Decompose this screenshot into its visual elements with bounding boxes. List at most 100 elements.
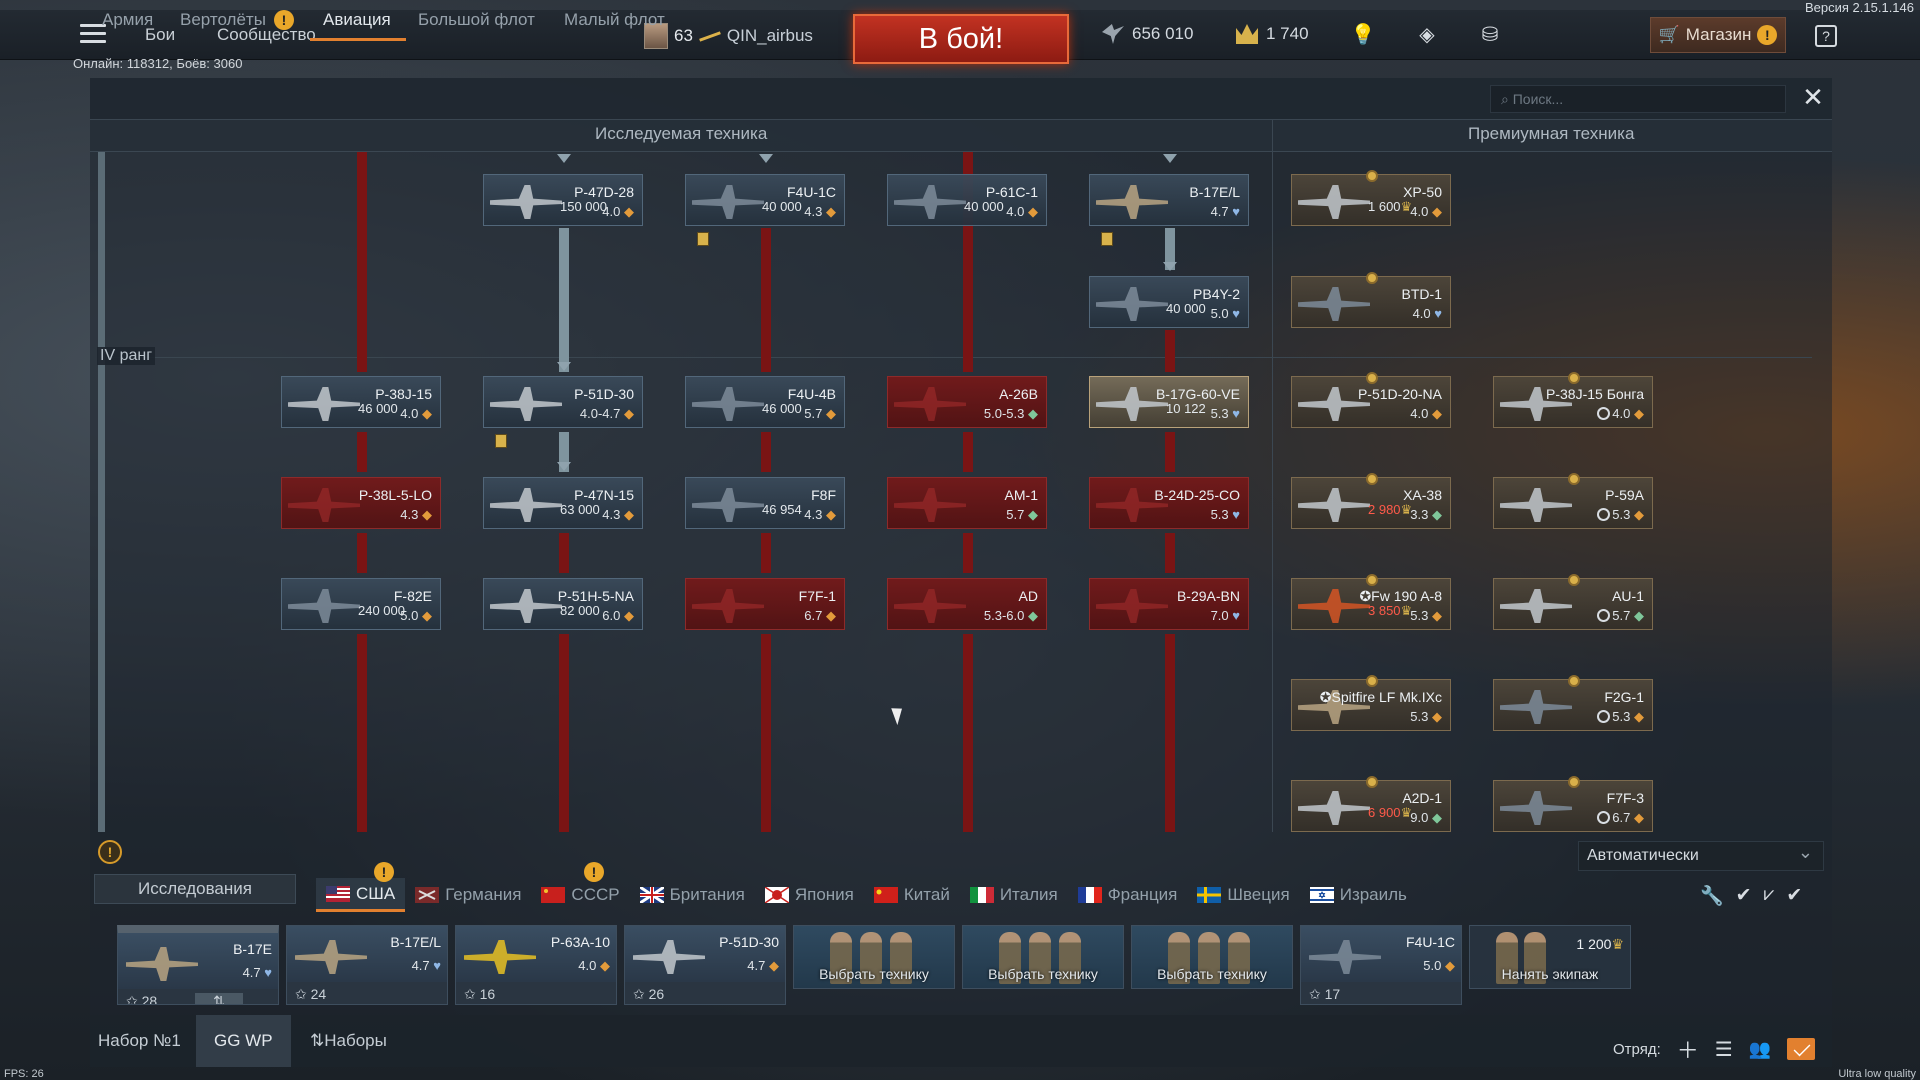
plane-icon <box>1096 287 1168 321</box>
close-icon[interactable]: ✕ <box>1802 82 1824 112</box>
premium-vehicle-card[interactable]: AU-1 5.7 ◆ <box>1493 578 1653 630</box>
japan-flag-icon <box>764 887 789 903</box>
coin-icon <box>1568 675 1580 687</box>
coin-icon <box>1366 675 1378 687</box>
vehicle-card[interactable]: P-47N-15 63 000 4.3 ◆ <box>483 477 643 529</box>
vehicle-card[interactable]: F8F 46 954 4.3 ◆ <box>685 477 845 529</box>
ticket-icon[interactable]: ⛁ <box>1481 24 1499 46</box>
vehicle-card[interactable]: PB4Y-2 40 000 5.0 ♥ <box>1089 276 1249 328</box>
menu-icon[interactable] <box>80 24 106 44</box>
golden-eagles[interactable]: 1 740 <box>1236 24 1309 44</box>
vehicle-card[interactable]: F4U-4B 46 000 5.7 ◆ <box>685 376 845 428</box>
checkmark-icon[interactable]: ✔ <box>1735 885 1752 906</box>
crew-icon <box>697 232 709 246</box>
presets-button[interactable]: ⇅ Наборы <box>310 1031 387 1050</box>
crew-slot[interactable]: F4U-1C 5.0 ◆ ✩ 17 <box>1300 925 1462 1005</box>
shop-button[interactable]: 🛒 Магазин ! <box>1650 17 1786 53</box>
vehicle-card[interactable]: F-82E 240 000 5.0 ◆ <box>281 578 441 630</box>
crew-figure <box>830 932 852 984</box>
premium-vehicle-card[interactable]: XA-38 2 980♛ 3.3 ◆ <box>1291 477 1451 529</box>
nation-usa[interactable]: США <box>316 878 406 912</box>
vehicle-card[interactable]: A-26B 5.0-5.3 ◆ <box>887 376 1047 428</box>
nation-france[interactable]: Франция <box>1068 878 1188 912</box>
empty-crew-slot[interactable]: Выбрать технику <box>793 925 955 989</box>
plane-icon <box>1500 791 1572 825</box>
tab-bluewater-fleet[interactable]: Большой флот <box>418 10 535 29</box>
premium-vehicle-card[interactable]: P-51D-20-NA 4.0 ◆ <box>1291 376 1451 428</box>
warning-icon[interactable]: ! <box>98 840 122 864</box>
vehicle-card[interactable]: AD 5.3-6.0 ◆ <box>887 578 1047 630</box>
crew-icon <box>1101 232 1113 246</box>
wrench-icon[interactable]: 🔧 <box>1700 886 1724 907</box>
lightbulb-icon[interactable]: 💡 <box>1350 24 1376 46</box>
premium-vehicle-card[interactable]: ✪Fw 190 A-8 3 850♛ 5.3 ◆ <box>1291 578 1451 630</box>
battle-mode-select[interactable]: Автоматически <box>1578 841 1824 871</box>
tab-helicopters[interactable]: Вертолёты ! <box>180 10 294 30</box>
sweden-flag-icon <box>1197 887 1222 903</box>
double-check-icon[interactable]: ⩗ <box>1763 884 1775 905</box>
premium-vehicle-card[interactable]: P-59A 5.3 ◆ <box>1493 477 1653 529</box>
contacts-icon[interactable]: 👥 <box>1748 1038 1772 1059</box>
empty-crew-slot[interactable]: Выбрать технику <box>962 925 1124 989</box>
crew-slot[interactable]: P-63A-10 4.0 ◆ ✩ 16 <box>455 925 617 1005</box>
nation-israel[interactable]: Израиль <box>1300 878 1417 912</box>
help-icon[interactable]: ? <box>1815 25 1837 47</box>
checkmark-icon[interactable]: ✔ <box>1786 885 1803 906</box>
column-header-bar <box>90 120 1832 152</box>
tab-aviation[interactable]: Авиация <box>323 10 391 29</box>
nation-britain[interactable]: Британия <box>630 878 755 912</box>
tab-coastal-fleet[interactable]: Малый флот <box>564 10 665 29</box>
crew-slot[interactable]: B-17E/L 4.7 ♥ ✩ 24 <box>286 925 448 1005</box>
empty-crew-slot[interactable]: Выбрать технику <box>1131 925 1293 989</box>
vehicle-card[interactable]: P-47D-28 150 000 4.0 ◆ <box>483 174 643 226</box>
crew-figure <box>1496 932 1518 984</box>
hire-crew-slot[interactable]: 1 200♛ Нанять экипаж <box>1469 925 1631 989</box>
crew-figure <box>1228 932 1250 984</box>
mail-icon[interactable] <box>1787 1038 1816 1060</box>
nation-italy[interactable]: Италия <box>960 878 1068 912</box>
vehicle-card[interactable]: B-24D-25-CO 5.3 ♥ <box>1089 477 1249 529</box>
nation-japan[interactable]: Япония <box>755 878 864 912</box>
nation-germany[interactable]: Германия <box>405 878 531 912</box>
list-icon[interactable]: ☰ <box>1714 1038 1733 1061</box>
nation-ussr[interactable]: СССР <box>531 878 629 912</box>
community-menu[interactable]: Сообщество <box>217 25 316 44</box>
vehicle-card[interactable]: P-38L-5-LO 4.3 ◆ <box>281 477 441 529</box>
vehicle-card[interactable]: P-51H-5-NA 82 000 6.0 ◆ <box>483 578 643 630</box>
vehicle-card[interactable]: B-17G-60-VE 10 122 5.3 ♥ <box>1089 376 1249 428</box>
tab-army[interactable]: Армия <box>102 10 154 29</box>
premium-vehicle-card[interactable]: XP-50 1 600♛ 4.0 ◆ <box>1291 174 1451 226</box>
active-tab-indicator <box>310 38 406 41</box>
vehicle-card[interactable]: B-17E/L 4.7 ♥ <box>1089 174 1249 226</box>
nation-china[interactable]: Китай <box>864 878 960 912</box>
crew-slot[interactable]: B-17E 4.7 ♥ ✩ 28 ⇅ <box>117 925 279 1005</box>
premium-vehicle-card[interactable]: A2D-1 6 900♛ 9.0 ◆ <box>1291 780 1451 832</box>
arrow-down-icon <box>557 362 571 371</box>
vehicle-card[interactable]: B-29A-BN 7.0 ♥ <box>1089 578 1249 630</box>
research-toggle-button[interactable]: Исследования <box>94 874 296 904</box>
premium-vehicle-card[interactable]: F7F-3 6.7 ◆ <box>1493 780 1653 832</box>
preset-1[interactable]: Набор №1 <box>98 1031 181 1050</box>
player-profile[interactable]: 63 QIN_airbus <box>644 22 813 50</box>
vehicle-card[interactable]: P-51D-30 4.0-4.7 ◆ <box>483 376 643 428</box>
diamond-icon[interactable]: ◈ <box>1419 24 1435 46</box>
vehicle-card[interactable]: AM-1 5.7 ◆ <box>887 477 1047 529</box>
premium-vehicle-card[interactable]: ✪Spitfire LF Mk.IXc 5.3 ◆ <box>1291 679 1451 731</box>
plane-icon <box>692 589 764 623</box>
to-battle-button[interactable]: В бой! <box>853 14 1069 64</box>
vehicle-card[interactable]: F4U-1C 40 000 4.3 ◆ <box>685 174 845 226</box>
plane-icon <box>692 185 764 219</box>
premium-vehicle-card[interactable]: F2G-1 5.3 ◆ <box>1493 679 1653 731</box>
vehicle-card[interactable]: P-61C-1 40 000 4.0 ◆ <box>887 174 1047 226</box>
premium-vehicle-card[interactable]: BTD-1 4.0 ♥ <box>1291 276 1451 328</box>
battles-menu[interactable]: Бои <box>145 25 176 44</box>
nation-sweden[interactable]: Швеция <box>1187 878 1299 912</box>
plane-icon <box>288 589 360 623</box>
crew-slot[interactable]: P-51D-30 4.7 ◆ ✩ 26 <box>624 925 786 1005</box>
vehicle-card[interactable]: P-38J-15 46 000 4.0 ◆ <box>281 376 441 428</box>
preset-gg-wp[interactable]: GG WP <box>196 1015 291 1067</box>
plus-icon[interactable]: ＋ <box>1676 1038 1699 1063</box>
plane-icon <box>894 185 966 219</box>
vehicle-card[interactable]: F7F-1 6.7 ◆ <box>685 578 845 630</box>
search-input[interactable]: ⌕ Поиск... <box>1490 85 1786 113</box>
